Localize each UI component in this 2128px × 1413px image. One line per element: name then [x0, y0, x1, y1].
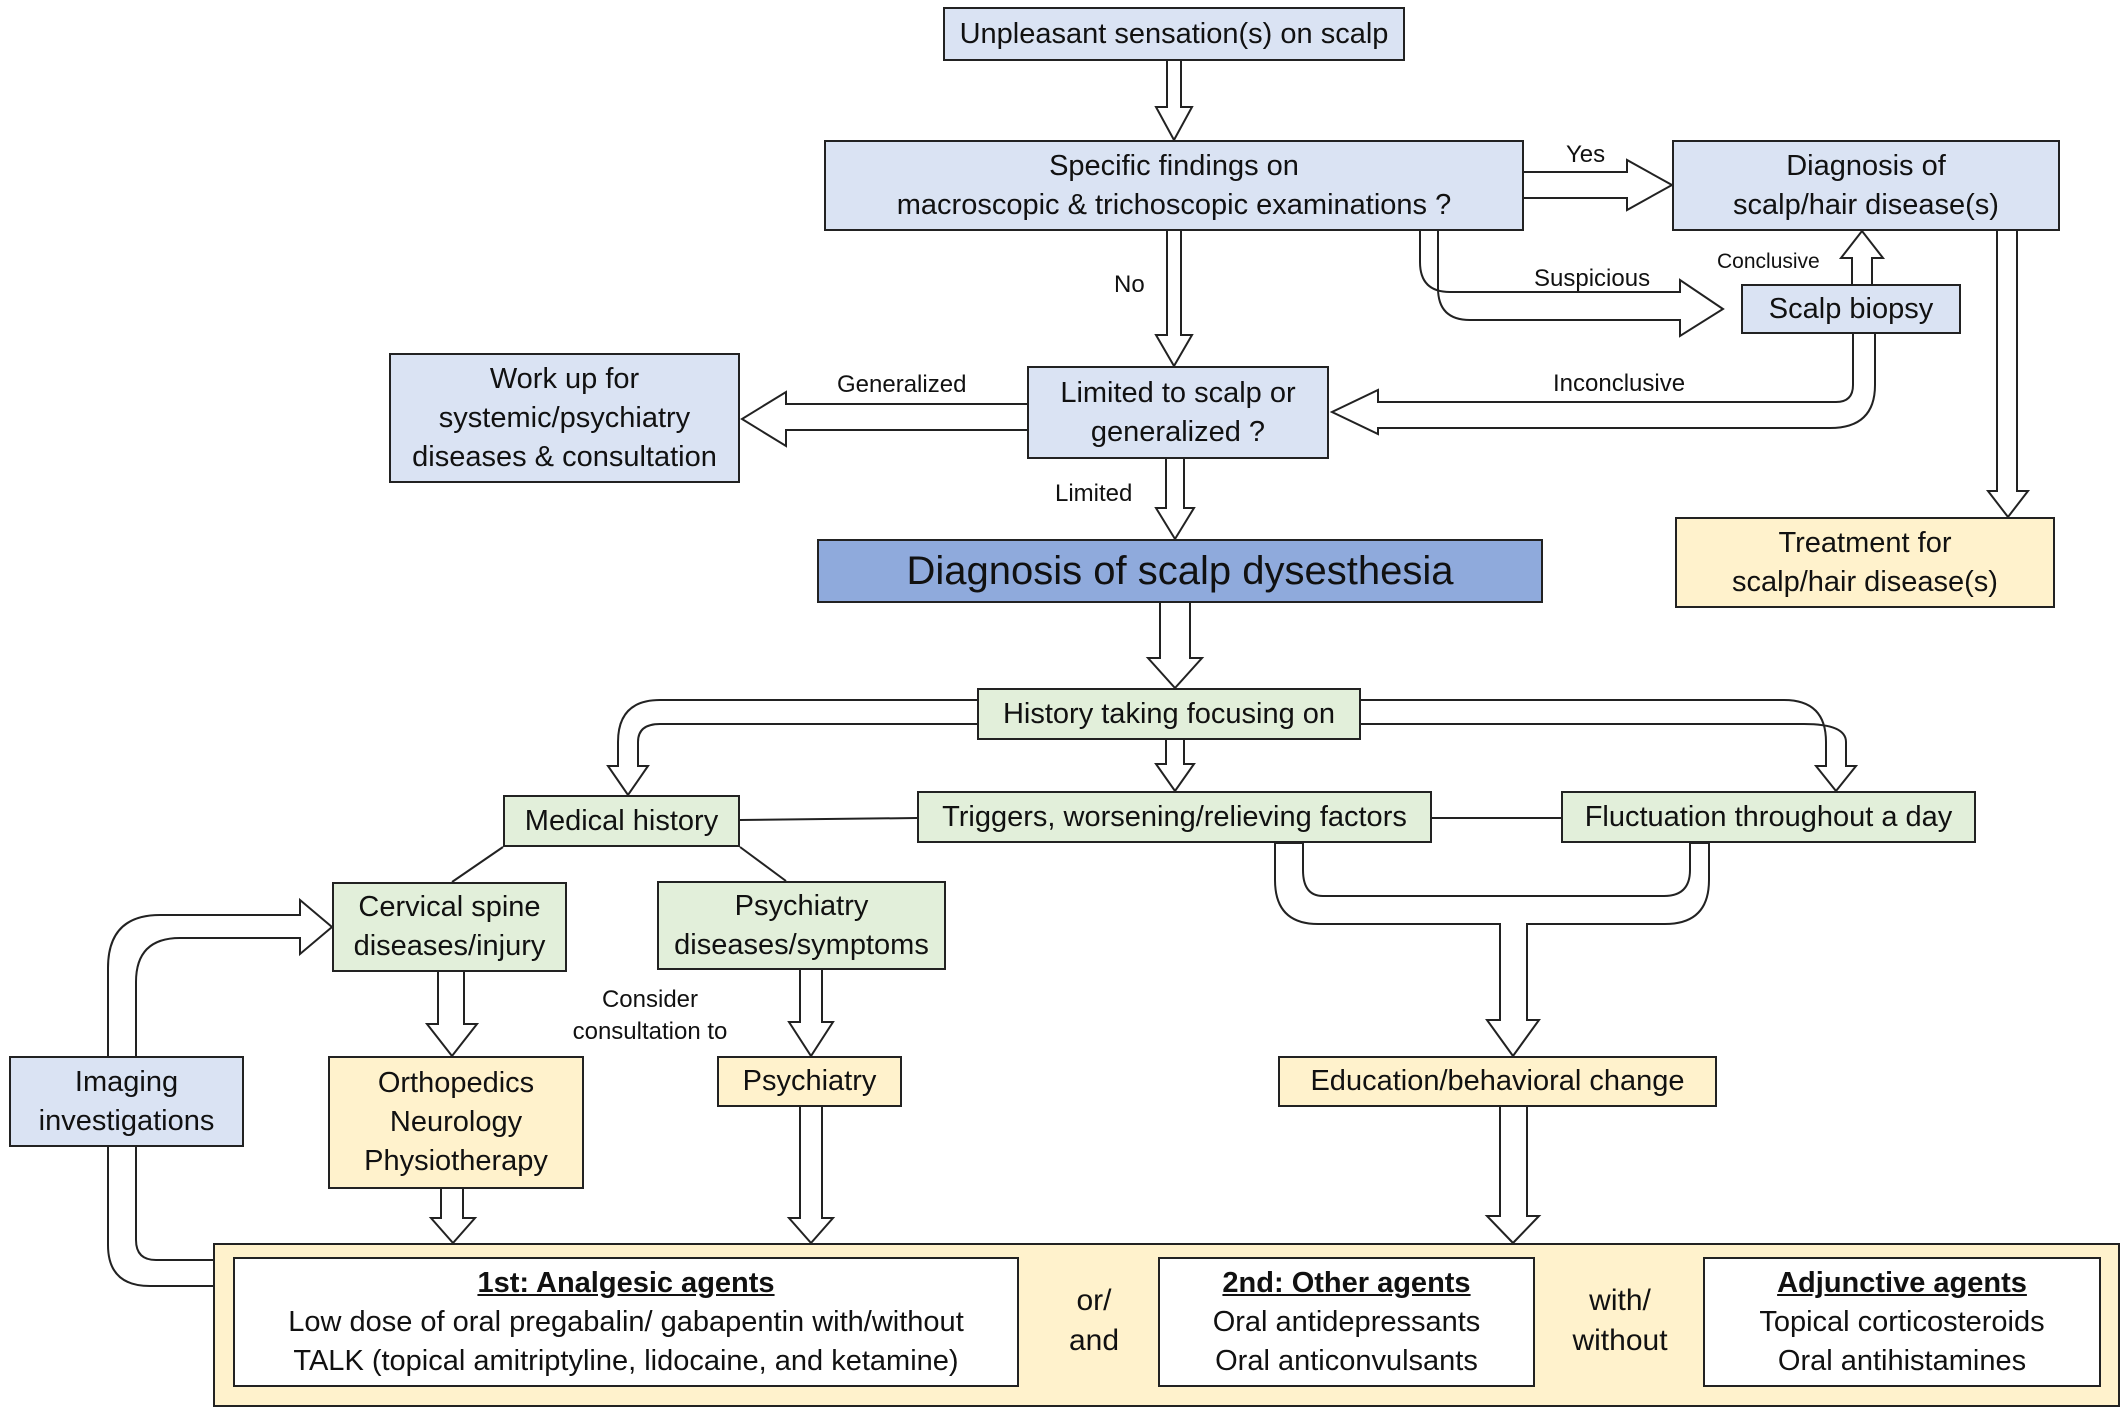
arrow-biopsy-to-limited [1329, 334, 1876, 436]
treatment-adjunctive: Adjunctive agents Topical corticosteroid… [1703, 1257, 2101, 1387]
arrow-imaging-to-cervical [107, 897, 334, 1056]
node-history-taking: History taking focusing on [977, 688, 1361, 740]
label-no: No [1114, 271, 1145, 298]
arrow-cervical-to-ortho [424, 972, 480, 1058]
arrow-ortho-to-treatment [428, 1189, 478, 1245]
arrow-psychiatry-to-treatment [786, 1107, 836, 1245]
arrow-biopsy-to-diagnosis [1838, 229, 1886, 284]
label-inconclusive: Inconclusive [1553, 370, 1686, 397]
adjunctive-title: Adjunctive agents [1777, 1266, 2027, 1299]
first-line-title: 1st: Analgesic agents [477, 1266, 775, 1299]
node-medical-history: Medical history [503, 795, 740, 847]
arrow-findings-to-biopsy [1419, 231, 1725, 338]
connector-with-without: with/ without [1572, 1284, 1668, 1357]
node-diagnosis-hair-disease: Diagnosis of scalp/hair disease(s) [1672, 140, 2060, 231]
arrow-unpleasant-to-findings [1154, 61, 1194, 143]
connector-or-and: or/ and [1068, 1284, 1120, 1357]
arrow-factors-to-education [1274, 842, 1710, 1058]
node-work-up: Work up for systemic/psychiatry diseases… [389, 353, 740, 483]
line-medical-to-cervical [451, 846, 504, 883]
node-psychiatry: Psychiatry [717, 1056, 902, 1107]
arrow-history-to-medical [606, 699, 977, 797]
label-consider-consultation: Consider consultation to [572, 986, 728, 1045]
label-yes: Yes [1566, 141, 1606, 168]
node-triggers: Triggers, worsening/relieving factors [917, 791, 1432, 843]
node-fluctuation: Fluctuation throughout a day [1561, 791, 1976, 843]
node-psychiatry-diseases: Psychiatry diseases/symptoms [657, 881, 946, 970]
arrow-psych-diseases-to-psychiatry [787, 970, 835, 1058]
label-limited: Limited [1055, 480, 1133, 507]
node-scalp-biopsy: Scalp biopsy [1741, 284, 1961, 334]
node-cervical-spine: Cervical spine diseases/injury [332, 882, 567, 972]
node-ortho-neuro-physio: Orthopedics Neurology Physiotherapy [328, 1056, 584, 1189]
node-unpleasant-sensation: Unpleasant sensation(s) on scalp [943, 7, 1405, 61]
label-generalized: Generalized [837, 371, 967, 398]
treatment-first-line: 1st: Analgesic agents Low dose of oral p… [233, 1257, 1019, 1387]
arrow-history-to-fluctuation [1359, 699, 1859, 793]
line-medical-to-psych [739, 846, 787, 882]
arrow-dysesthesia-to-history [1145, 603, 1205, 690]
label-suspicious: Suspicious [1534, 265, 1651, 292]
arrow-education-to-treatment [1484, 1107, 1542, 1245]
arrow-history-to-triggers [1154, 740, 1196, 793]
second-line-title: 2nd: Other agents [1222, 1266, 1471, 1299]
arrow-limited-to-workup [740, 390, 1027, 448]
node-treatment-hair-disease: Treatment for scalp/hair disease(s) [1675, 517, 2055, 608]
label-conclusive: Conclusive [1717, 250, 1820, 273]
line-imaging-to-treatment [107, 1147, 213, 1287]
arrow-diagnosis-to-treatment [1985, 231, 2031, 519]
node-specific-findings: Specific findings on macroscopic & trich… [824, 140, 1524, 231]
treatment-second-line: 2nd: Other agents Oral antidepressants O… [1158, 1257, 1535, 1387]
node-limited-or-generalized: Limited to scalp or generalized ? [1027, 366, 1329, 459]
line-medical-to-triggers [739, 817, 918, 821]
arrow-findings-to-limited [1154, 231, 1194, 368]
node-imaging-investigations: Imaging investigations [9, 1056, 244, 1147]
node-diagnosis-scalp-dysesthesia: Diagnosis of scalp dysesthesia [817, 539, 1543, 603]
node-education: Education/behavioral change [1278, 1056, 1717, 1107]
arrow-limited-to-dysesthesia [1154, 459, 1196, 541]
